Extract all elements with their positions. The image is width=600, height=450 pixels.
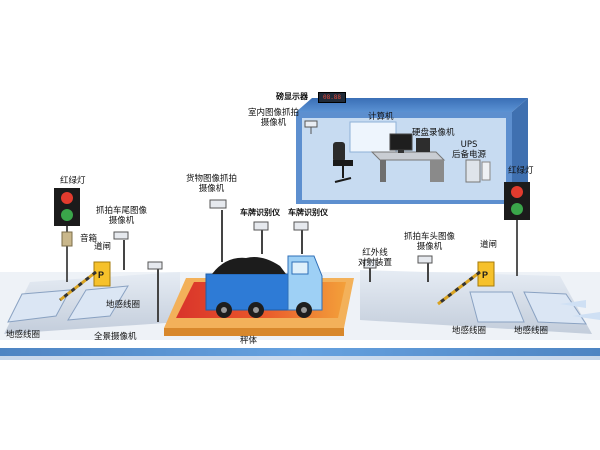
loop-left-outer-label: 地感线圈	[6, 330, 41, 340]
traffic-light-left-label: 红绿灯	[60, 176, 86, 186]
dvr-icon	[416, 138, 430, 152]
front-camera-icon	[417, 255, 433, 282]
room-side-wall	[512, 98, 528, 204]
barrier-right-icon: P	[437, 261, 495, 306]
plate-reader-left-label: 车牌识别仪	[240, 208, 280, 217]
rear-camera-label: 抓拍车尾图像 摄像机	[96, 206, 148, 226]
ground-loop-left-outer	[7, 289, 71, 323]
monitor-icon	[389, 133, 413, 151]
truck-cargo-load	[212, 257, 286, 274]
panorama-camera-icon	[147, 261, 163, 322]
loop-right-outer-label: 地感线圈	[514, 326, 549, 336]
barrier-left-icon: P	[59, 261, 111, 302]
ups-label: UPS 后备电源	[452, 140, 487, 160]
plate-reader-right-icon	[293, 221, 309, 254]
traffic-light-right-icon	[504, 182, 530, 276]
traffic-light-left-icon	[54, 188, 80, 282]
barrier-right-label: 道闸	[480, 240, 498, 250]
loop-left-inner-label: 地感线圈	[106, 300, 141, 310]
arrow-icon-2	[572, 312, 600, 320]
office-chair-icon	[333, 142, 353, 183]
road	[0, 270, 600, 340]
panorama-camera-label: 全景摄像机	[94, 332, 137, 342]
scale-body-label: 秤体	[240, 336, 258, 346]
truck-icon	[205, 255, 323, 318]
ground-loop-right-outer	[523, 291, 587, 325]
room-roof	[296, 98, 528, 112]
display-screen-label: 磅显示器	[276, 92, 308, 101]
ground-loop-right-inner	[469, 291, 525, 323]
cargo-camera-icon	[209, 199, 227, 262]
loop-right-inner-label: 地感线圈	[452, 326, 487, 336]
ir-device-label: 红外线 对射装置	[358, 248, 393, 268]
computer-label: 计算机	[368, 112, 394, 122]
plate-reader-left-icon	[253, 221, 269, 254]
traffic-light-right-label: 红绿灯	[508, 166, 534, 176]
dvr-label: 硬盘录像机	[412, 128, 455, 138]
ups-icon-2	[481, 161, 491, 181]
room-window	[349, 121, 397, 153]
ir-device-icon	[363, 259, 377, 282]
svg-text:P: P	[482, 270, 488, 280]
svg-text:P: P	[98, 270, 104, 280]
barrier-left-label: 道闸	[94, 242, 112, 252]
control-room	[296, 98, 528, 204]
indoor-camera-label: 室内图像抓拍 摄像机	[248, 108, 300, 128]
ground-loop-left-inner	[67, 285, 129, 321]
speaker-label: 音箱	[80, 234, 98, 244]
arrow-icon	[560, 300, 586, 308]
computer-desk-icon	[370, 133, 446, 182]
cargo-camera-label: 货物图像抓拍 摄像机	[186, 174, 238, 194]
front-camera-label: 抓拍车头图像 摄像机	[404, 232, 456, 252]
ups-icon	[465, 159, 481, 183]
plate-reader-right-label: 车牌识别仪	[288, 208, 328, 217]
display-screen-value: 08.88	[318, 92, 346, 103]
indoor-camera-icon	[304, 120, 318, 134]
rear-camera-icon	[113, 231, 129, 270]
speaker-icon	[61, 231, 73, 247]
